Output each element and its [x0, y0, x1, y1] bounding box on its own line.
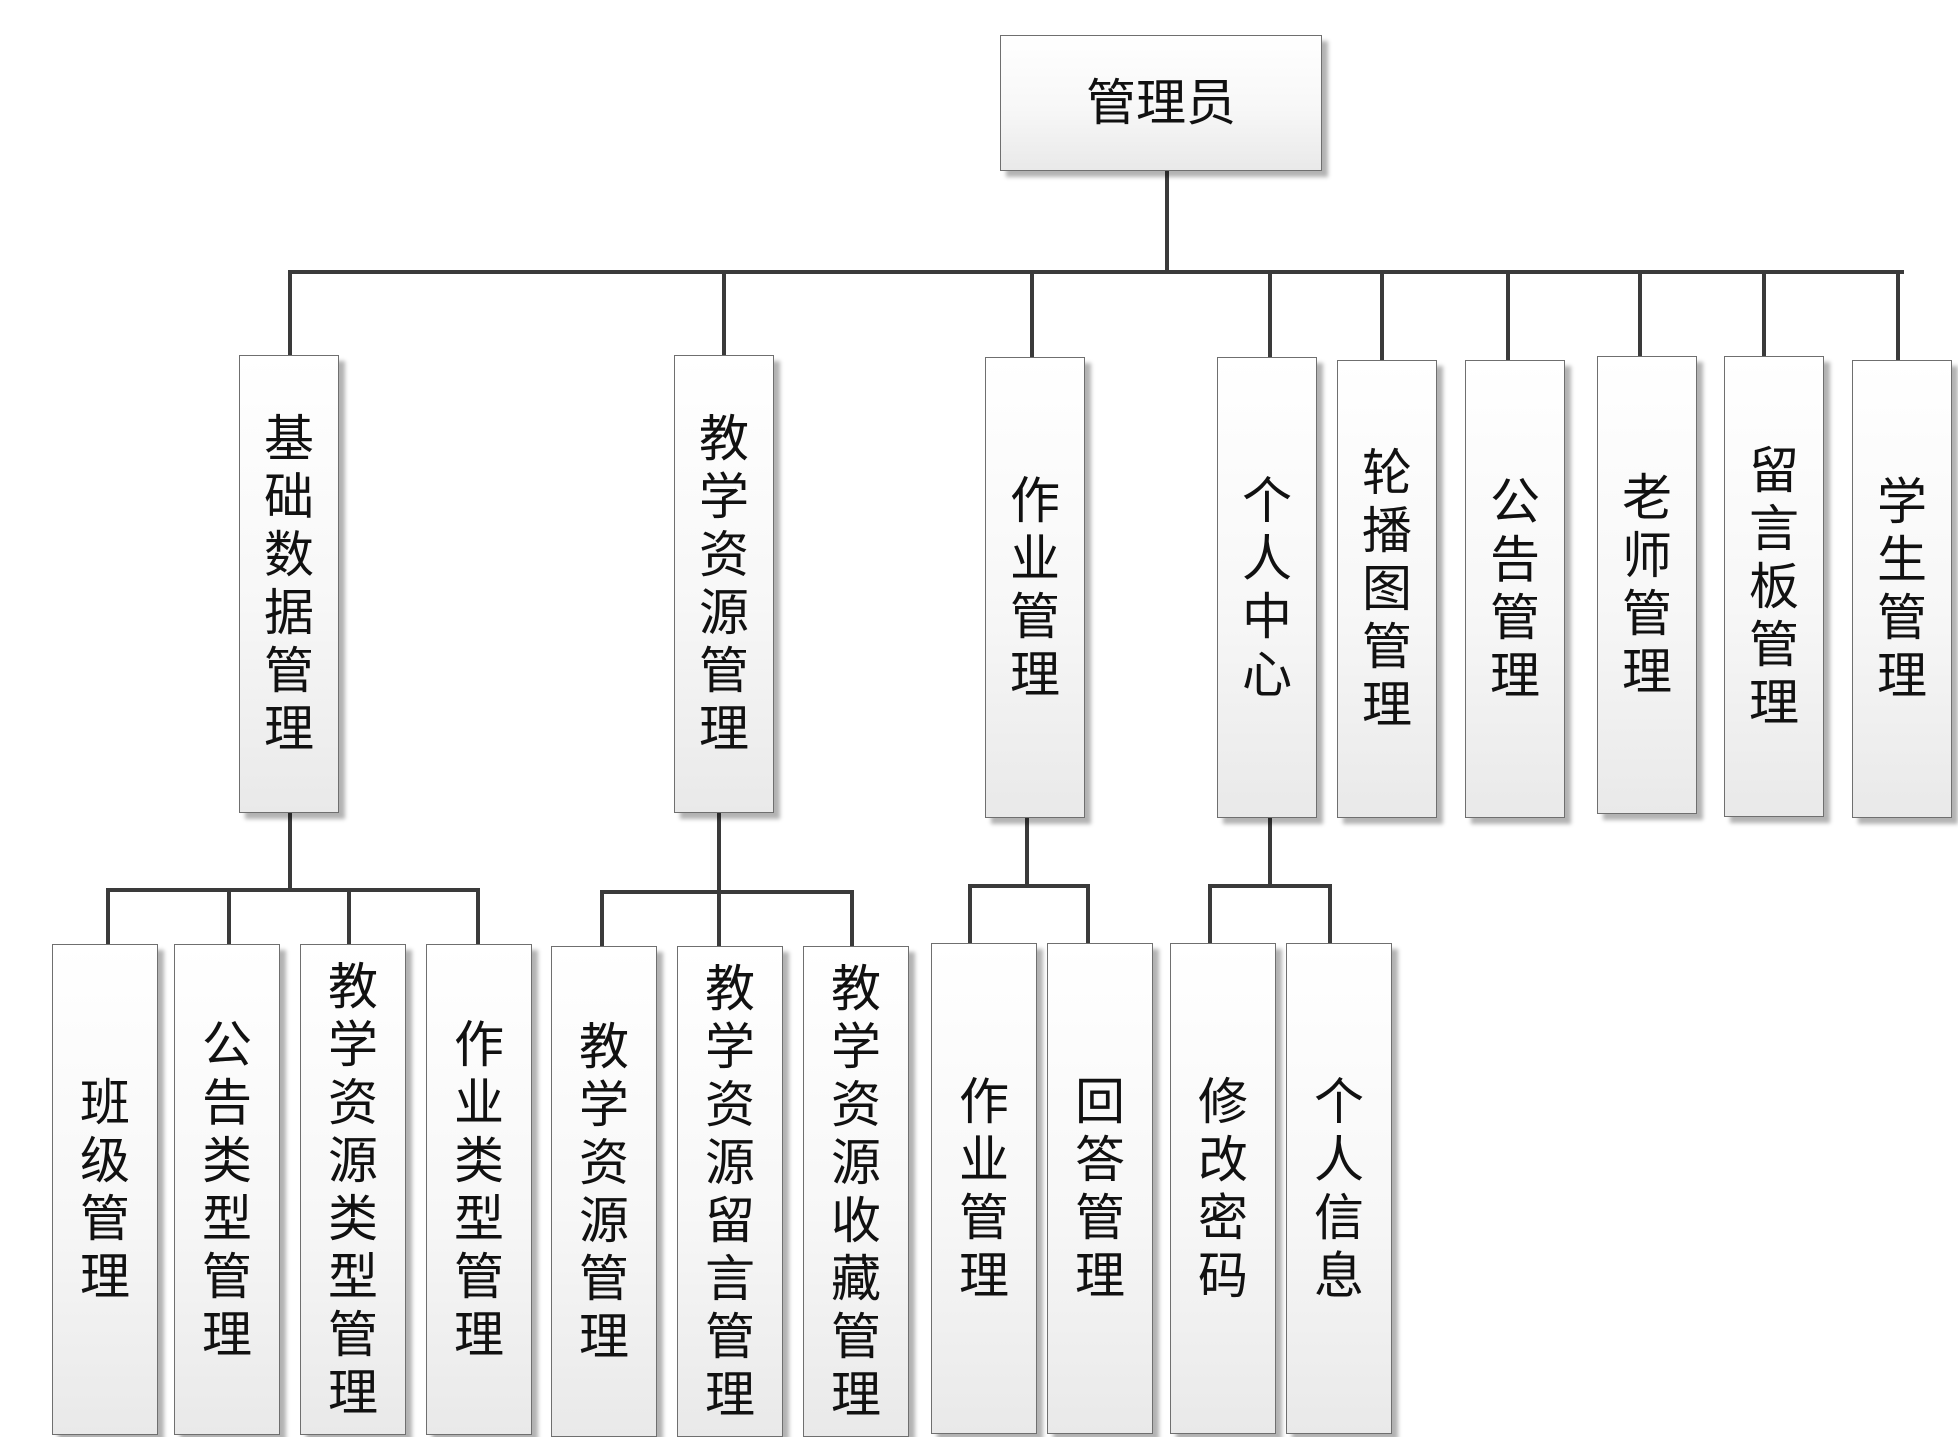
node-resource-comment-management: 教学资源留言管理	[677, 946, 783, 1437]
node-label: 修改密码	[1198, 1072, 1248, 1305]
node-label: 个人信息	[1314, 1072, 1364, 1305]
node-label: 作业管理	[959, 1072, 1009, 1305]
node-answer-management: 回答管理	[1047, 943, 1153, 1434]
node-class-management: 班级管理	[52, 944, 158, 1435]
node-label: 留言板管理	[1749, 441, 1799, 732]
node-label: 回答管理	[1075, 1072, 1125, 1305]
node-label: 公告类型管理	[202, 1015, 252, 1364]
node-personal-center: 个人中心	[1217, 357, 1317, 818]
node-carousel-management: 轮播图管理	[1337, 360, 1437, 818]
node-student-management: 学生管理	[1852, 360, 1952, 818]
node-label: 轮播图管理	[1362, 444, 1412, 734]
node-homework-sub-management: 作业管理	[931, 943, 1037, 1434]
node-teaching-resource-management: 教学资源管理	[674, 355, 774, 813]
node-label: 老师管理	[1622, 469, 1672, 701]
node-label: 作业管理	[1010, 471, 1060, 704]
node-homework-management: 作业管理	[985, 357, 1085, 818]
root-node: 管理员	[1000, 35, 1322, 171]
node-label: 教学资源留言管理	[705, 959, 755, 1424]
node-resource-management: 教学资源管理	[551, 946, 657, 1437]
node-label: 教学资源类型管理	[328, 957, 378, 1422]
node-resource-type-management: 教学资源类型管理	[300, 944, 406, 1435]
node-label: 基础数据管理	[264, 410, 314, 758]
node-personal-info: 个人信息	[1286, 943, 1392, 1434]
node-label: 作业类型管理	[454, 1015, 504, 1364]
node-announcement-type-management: 公告类型管理	[174, 944, 280, 1435]
node-label: 个人中心	[1242, 471, 1292, 704]
node-label: 公告管理	[1490, 473, 1540, 705]
node-announcement-management: 公告管理	[1465, 360, 1565, 818]
node-basic-data-management: 基础数据管理	[239, 355, 339, 813]
node-label: 教学资源收藏管理	[831, 959, 881, 1424]
node-label: 班级管理	[80, 1073, 130, 1306]
node-label: 教学资源管理	[699, 410, 749, 758]
node-message-board-management: 留言板管理	[1724, 356, 1824, 817]
node-label: 教学资源管理	[579, 1017, 629, 1366]
node-change-password: 修改密码	[1170, 943, 1276, 1434]
root-label: 管理员	[1086, 74, 1236, 132]
node-teacher-management: 老师管理	[1597, 356, 1697, 814]
node-homework-type-management: 作业类型管理	[426, 944, 532, 1435]
node-label: 学生管理	[1877, 473, 1927, 705]
node-resource-favorite-management: 教学资源收藏管理	[803, 946, 909, 1437]
